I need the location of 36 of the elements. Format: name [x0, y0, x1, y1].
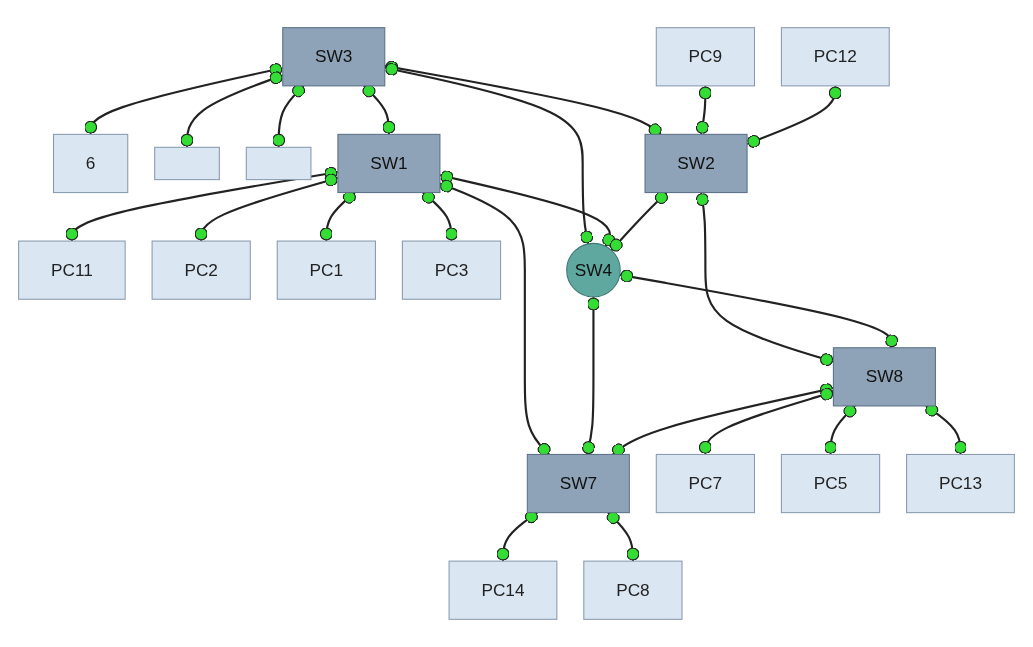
node-box: PC12: [780, 27, 890, 87]
node-box: PC1: [276, 240, 376, 300]
connector: [925, 403, 967, 455]
connector: [272, 84, 306, 148]
connector: [582, 296, 600, 455]
node-box: SW2: [644, 133, 748, 194]
node-circle: SW4: [566, 242, 621, 298]
node-box: SW3: [282, 27, 386, 87]
connector: [496, 510, 538, 562]
connector: [362, 84, 396, 135]
connector: [439, 179, 551, 456]
connector: [824, 404, 857, 455]
node-box: 6: [52, 133, 129, 194]
connector: [695, 192, 834, 367]
node-box: PC2: [151, 240, 251, 300]
node-box: [154, 146, 220, 181]
node-box: PC7: [655, 453, 756, 514]
connector: [439, 170, 616, 247]
node-box: PC3: [401, 240, 502, 300]
node-box: [245, 146, 312, 181]
connector: [606, 511, 640, 562]
node-box: PC9: [655, 27, 756, 87]
node-box: PC14: [448, 560, 558, 620]
connector: [695, 85, 712, 135]
connector: [384, 62, 594, 245]
node-box: PC8: [583, 560, 683, 620]
connector: [619, 269, 899, 348]
connector: [609, 191, 668, 252]
node-box: PC11: [18, 240, 126, 300]
node-box: SW8: [832, 347, 936, 407]
connector: [698, 387, 834, 455]
node-box: PC13: [906, 453, 1015, 514]
node-box: SW1: [337, 133, 441, 194]
node-box: PC5: [780, 453, 881, 514]
node-box: SW7: [526, 453, 630, 514]
connector: [84, 62, 283, 135]
